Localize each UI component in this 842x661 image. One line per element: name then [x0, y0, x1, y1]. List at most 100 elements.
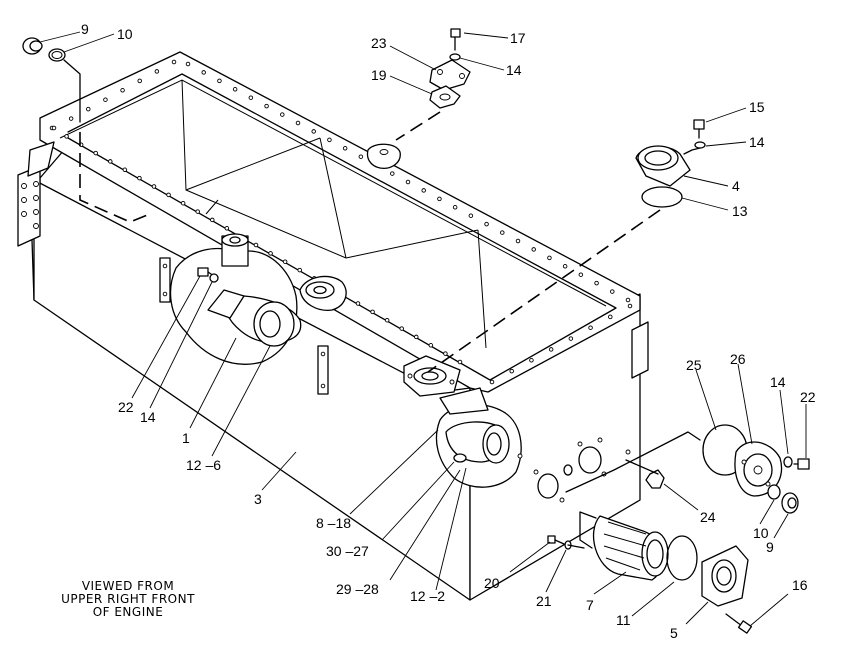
caption-line-3: OF ENGINE — [93, 605, 164, 619]
flange-pad — [403, 355, 461, 397]
callout-12-6: 12 –6 — [186, 457, 221, 473]
part-seal-13 — [641, 186, 683, 208]
part-plug-9-right — [781, 492, 799, 514]
callout-16: 16 — [792, 577, 808, 593]
rim-bolt-hole — [86, 106, 91, 112]
callout-10-top: 10 — [117, 26, 133, 42]
part-gasket-19 — [429, 85, 461, 109]
rim-bolt-hole — [342, 146, 348, 151]
rim-bolt-hole — [531, 247, 536, 252]
rim-bolt-hole — [108, 159, 113, 164]
rim-bolt-hole — [151, 184, 157, 189]
rim-bolt-hole — [457, 359, 463, 365]
view-caption: VIEWED FROM UPPER RIGHT FRONT OF ENGINE — [61, 579, 195, 619]
callout-7: 7 — [586, 597, 594, 613]
rim-bolt-hole — [68, 116, 74, 121]
rim-bolt-hole — [120, 88, 125, 93]
rim-bolt-hole — [232, 87, 238, 92]
rim-bolt-hole — [201, 70, 206, 75]
callout-13: 13 — [732, 203, 748, 219]
rim-bolt-hole — [185, 61, 191, 67]
rim-bolt-hole — [137, 78, 142, 84]
rim-bolt-hole — [280, 112, 285, 117]
part-filter-7 — [592, 515, 669, 581]
callout-labels: 9 10 23 17 14 19 15 14 4 13 22 14 1 12 –… — [81, 21, 816, 641]
rim-bolt-hole — [500, 230, 505, 235]
part-bolt-22-right — [793, 458, 810, 470]
callout-30-27: 30 –27 — [326, 543, 369, 559]
rim-bolt-hole — [103, 97, 108, 102]
rim-bolt-hole — [452, 205, 458, 210]
callout-22-right: 22 — [800, 389, 816, 405]
rim-bolt-hole — [297, 267, 302, 273]
rim-bolt-hole — [428, 343, 434, 348]
callout-14-right-lower: 14 — [770, 374, 786, 390]
rim-bolt-hole — [610, 289, 615, 294]
rim-bolt-hole — [154, 69, 160, 74]
rim-bolt-hole — [217, 78, 222, 84]
rim-bolt-hole — [405, 179, 411, 185]
part-elbow-4 — [635, 145, 691, 187]
callout-23: 23 — [371, 35, 387, 51]
rim-bolt-hole — [562, 264, 568, 269]
callout-9-right: 9 — [766, 539, 774, 555]
callout-14-top: 14 — [506, 62, 522, 78]
rim-bolt-hole — [64, 134, 69, 139]
rim-bolt-hole — [548, 347, 554, 352]
callout-9-top: 9 — [81, 21, 89, 37]
rim-bolt-hole — [264, 103, 269, 109]
rim-bolt-hole — [210, 217, 215, 223]
part-bolt-15 — [693, 119, 705, 139]
part-cover-23 — [429, 59, 471, 91]
rim-bolt-hole — [489, 379, 495, 385]
callout-5: 5 — [670, 625, 678, 641]
callout-8-18: 8 –18 — [316, 515, 351, 531]
rim-bolt-hole — [282, 259, 288, 264]
rim-bolt-hole — [358, 154, 364, 159]
part-plug-24 — [645, 469, 665, 489]
rim-bolt-hole — [399, 326, 404, 331]
rim-bolt-hole — [195, 209, 200, 214]
rim-bolt-hole — [248, 95, 254, 100]
rim-bolt-hole — [578, 272, 584, 277]
rim-bolt-hole — [51, 125, 57, 131]
part-washer-14-right-lower — [783, 456, 793, 468]
rim-bolt-hole — [166, 192, 171, 198]
rim-bolt-hole — [529, 358, 534, 363]
rim-bolt-hole — [224, 226, 230, 231]
rim-bolt-hole — [327, 137, 332, 143]
rim-bolt-hole — [421, 188, 426, 193]
callout-4: 4 — [732, 178, 740, 194]
assembly-lines — [63, 59, 701, 549]
rim-bolt-hole — [588, 325, 593, 330]
cutaway-right — [435, 387, 522, 488]
rim-bolt-hole — [268, 251, 273, 256]
callout-19: 19 — [371, 67, 387, 83]
rim-bolt-hole — [370, 309, 375, 315]
caption-line-1: VIEWED FROM — [82, 579, 174, 593]
callout-29-28: 29 –28 — [336, 581, 379, 597]
rim-bolt-hole — [625, 297, 631, 303]
callout-12-2: 12 –2 — [410, 588, 445, 604]
rim-bolt-hole — [437, 196, 442, 202]
rim-bolt-hole — [311, 129, 316, 134]
callout-3: 3 — [254, 491, 262, 507]
rim-bolt-hole — [137, 175, 142, 181]
rim-bolt-hole — [253, 242, 259, 248]
part-plug-9-top — [22, 37, 43, 55]
caption-line-2: UPPER RIGHT FRONT — [61, 592, 195, 606]
part-bolt-20 — [547, 535, 565, 545]
callout-14-left: 14 — [140, 409, 156, 425]
callout-22-left: 22 — [118, 399, 134, 415]
part-cover-26 — [734, 441, 783, 497]
callout-21: 21 — [536, 593, 552, 609]
part-washer-14-top — [449, 53, 461, 61]
rim-bolt-hole — [509, 368, 514, 374]
end-face-ports — [517, 437, 631, 503]
rim-bolt-hole — [515, 238, 521, 244]
rim-bolt-hole — [171, 59, 177, 65]
callout-1: 1 — [182, 430, 190, 446]
part-seal-11 — [666, 535, 698, 581]
callout-25: 25 — [686, 357, 702, 373]
